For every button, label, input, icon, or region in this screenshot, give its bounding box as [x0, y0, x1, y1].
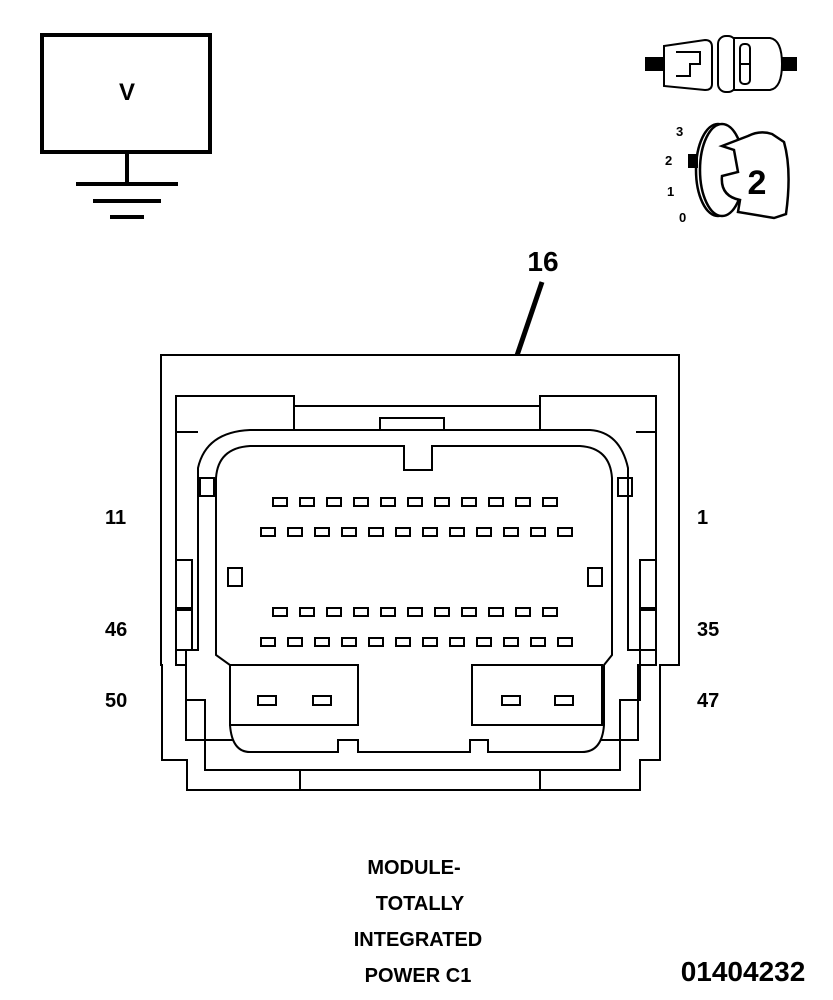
connector-title: MODULE- TOTALLY INTEGRATED POWER C1 [354, 857, 483, 987]
pin-cavity [434, 607, 450, 617]
pin-label-11: 11 [105, 507, 126, 529]
power-pin-cavity [501, 695, 521, 706]
pin-cavity [299, 607, 315, 617]
pin-cavity [380, 497, 396, 507]
pin-cavity [434, 497, 450, 507]
pin-cavity [272, 497, 288, 507]
pin-cavity [530, 527, 546, 537]
pin-cavity [260, 637, 276, 647]
pin-cavity [542, 607, 558, 617]
title-line-3: INTEGRATED [354, 929, 483, 951]
pin-cavity [353, 497, 369, 507]
pin-cavity [287, 637, 303, 647]
pin-cavity [341, 637, 357, 647]
ignition-position-2: 2 [665, 153, 672, 168]
pin-labels: 11 1 46 35 50 47 [105, 507, 719, 712]
pin-cavities [257, 497, 574, 706]
voltmeter-symbol: V [40, 33, 212, 219]
voltmeter-label: V [119, 79, 135, 106]
power-pin-cavity [554, 695, 574, 706]
pin-cavity [449, 637, 465, 647]
ignition-key-position: 2 [748, 164, 767, 202]
pin-cavity [542, 497, 558, 507]
pin-cavity [557, 637, 573, 647]
ignition-position-0: 0 [679, 210, 686, 225]
pin-cavity [503, 527, 519, 537]
pin-label-46: 46 [105, 619, 127, 641]
pin-cavity [476, 637, 492, 647]
ignition-position-3: 3 [676, 124, 683, 139]
pin-cavity [488, 607, 504, 617]
pin-cavity [422, 637, 438, 647]
pin-cavity [260, 527, 276, 537]
pin-cavity [407, 497, 423, 507]
power-pin-cavity [312, 695, 332, 706]
pin-cavity [515, 497, 531, 507]
pin-label-47: 47 [697, 690, 719, 712]
pin-cavity [272, 607, 288, 617]
pin-cavity [422, 527, 438, 537]
pin-cavity [395, 527, 411, 537]
pin-cavity [530, 637, 546, 647]
power-pin-cavity [257, 695, 277, 706]
pin-cavity [314, 637, 330, 647]
title-line-2: TOTALLY [376, 893, 465, 915]
pin-cavity [299, 497, 315, 507]
pin-cavity [368, 527, 384, 537]
pin-cavity [353, 607, 369, 617]
title-line-4: POWER C1 [365, 965, 472, 987]
pin-cavity [314, 527, 330, 537]
pin-cavity [461, 607, 477, 617]
ignition-switch-icon: 3 2 1 0 2 [665, 122, 790, 225]
ground-icon [76, 182, 178, 219]
pin-cavity [326, 497, 342, 507]
pin-cavity [515, 607, 531, 617]
ignition-position-1: 1 [667, 184, 674, 199]
pin-cavity [557, 527, 573, 537]
pin-label-50: 50 [105, 690, 127, 712]
pin-cavity [449, 527, 465, 537]
pin-cavity [341, 527, 357, 537]
pin-cavity [476, 527, 492, 537]
pin-cavity [395, 637, 411, 647]
pin-cavity [503, 637, 519, 647]
pin-cavity [287, 527, 303, 537]
pin-cavity [407, 607, 423, 617]
pin-cavity [461, 497, 477, 507]
pin-cavity [326, 607, 342, 617]
connector-body [160, 354, 680, 791]
pin-cavity [488, 497, 504, 507]
pin-label-1: 1 [697, 507, 708, 529]
pin-cavity [380, 607, 396, 617]
connector-pair-icon [645, 35, 797, 93]
pin-cavity [368, 637, 384, 647]
figure-id: 01404232 [681, 956, 806, 987]
callout-pin-number: 16 [527, 246, 558, 277]
pin-label-35: 35 [697, 619, 719, 641]
title-line-1: MODULE- [367, 857, 460, 879]
